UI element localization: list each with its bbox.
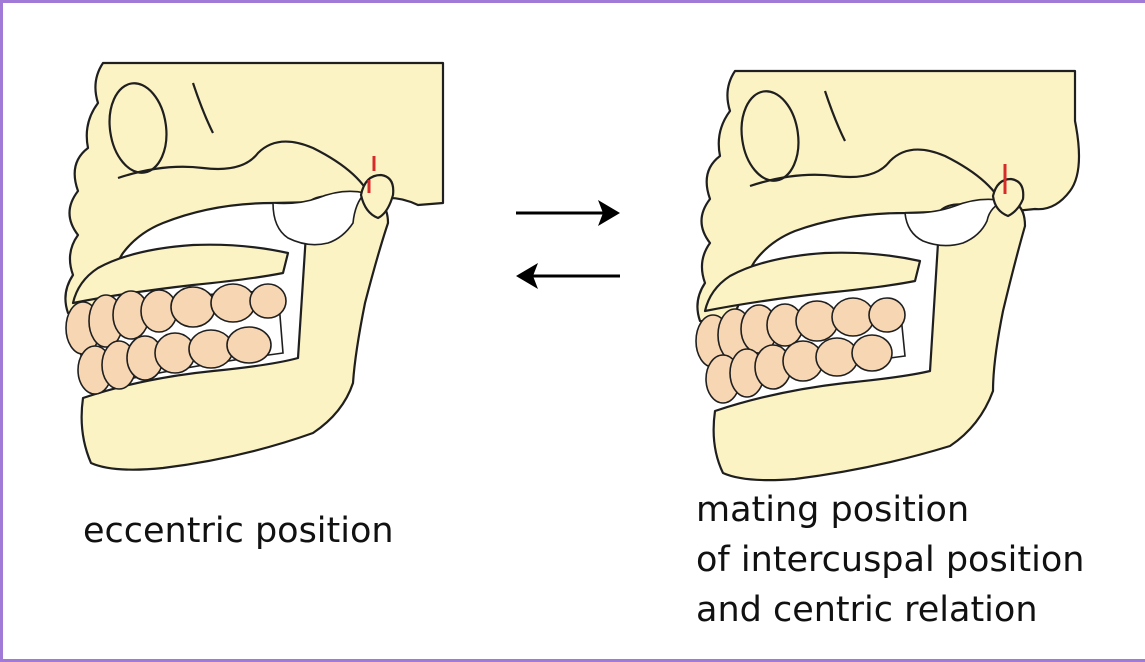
caption-eccentric-position: eccentric position bbox=[83, 506, 394, 556]
transition-arrows bbox=[508, 188, 628, 303]
caption-line: and centric relation bbox=[696, 585, 1084, 635]
caption-line: of intercuspal position bbox=[696, 535, 1084, 585]
skull-eccentric-illustration bbox=[43, 53, 463, 493]
arrow-right-icon bbox=[516, 200, 620, 226]
arrow-left-icon bbox=[516, 263, 620, 289]
caption-line: mating position bbox=[696, 485, 1084, 535]
caption-intercuspal-centric: mating position of intercuspal position … bbox=[696, 485, 1084, 635]
skull-centric-illustration bbox=[675, 61, 1115, 491]
